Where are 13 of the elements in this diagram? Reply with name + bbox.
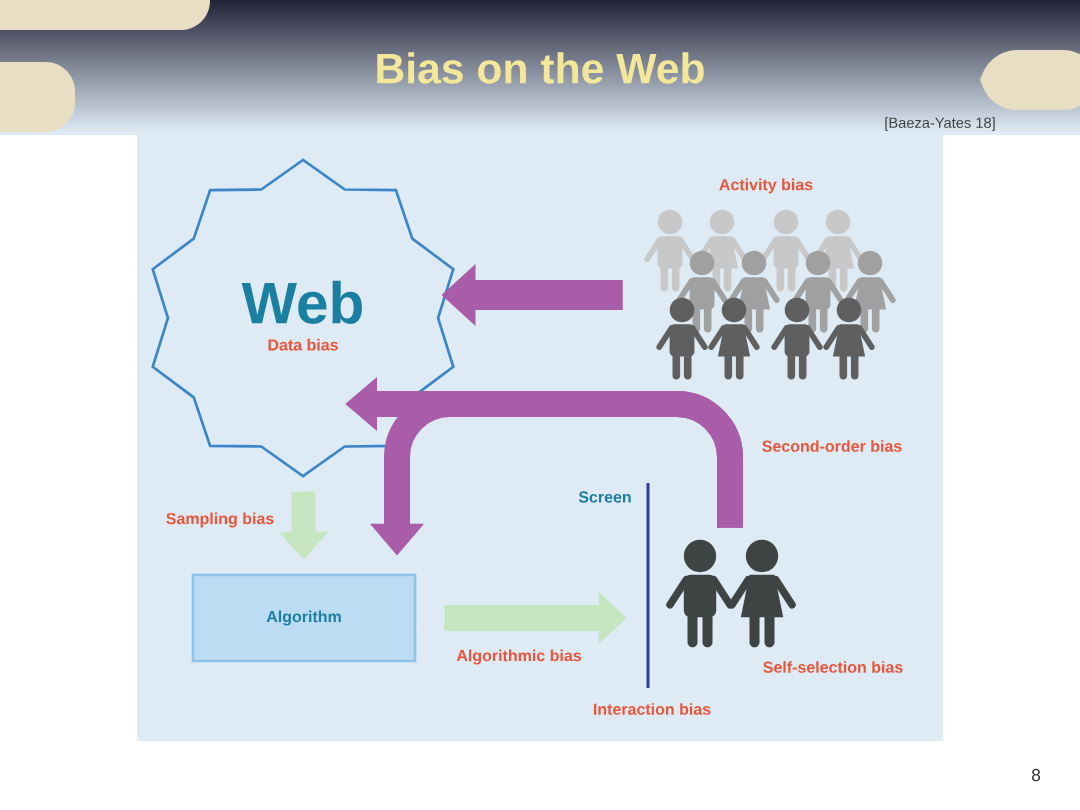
screen-label: Screen	[578, 491, 631, 503]
title: Bias on the Web	[377, 52, 704, 84]
node-label: Self-selection bias	[763, 661, 903, 673]
edge-label: Second-order bias	[762, 440, 902, 452]
crowd-drawing	[644, 209, 896, 380]
caption: Interaction bias	[593, 703, 711, 715]
node-label: Activity bias	[719, 178, 813, 194]
citation: [Baeza-Yates 18]	[885, 117, 995, 131]
children-drawing	[666, 539, 796, 648]
process-box: Algorithm	[191, 573, 417, 663]
page-number: 8	[1031, 768, 1041, 782]
edge-label: Sampling bias	[166, 512, 274, 528]
edge-label: Algorithmic bias	[456, 649, 581, 665]
